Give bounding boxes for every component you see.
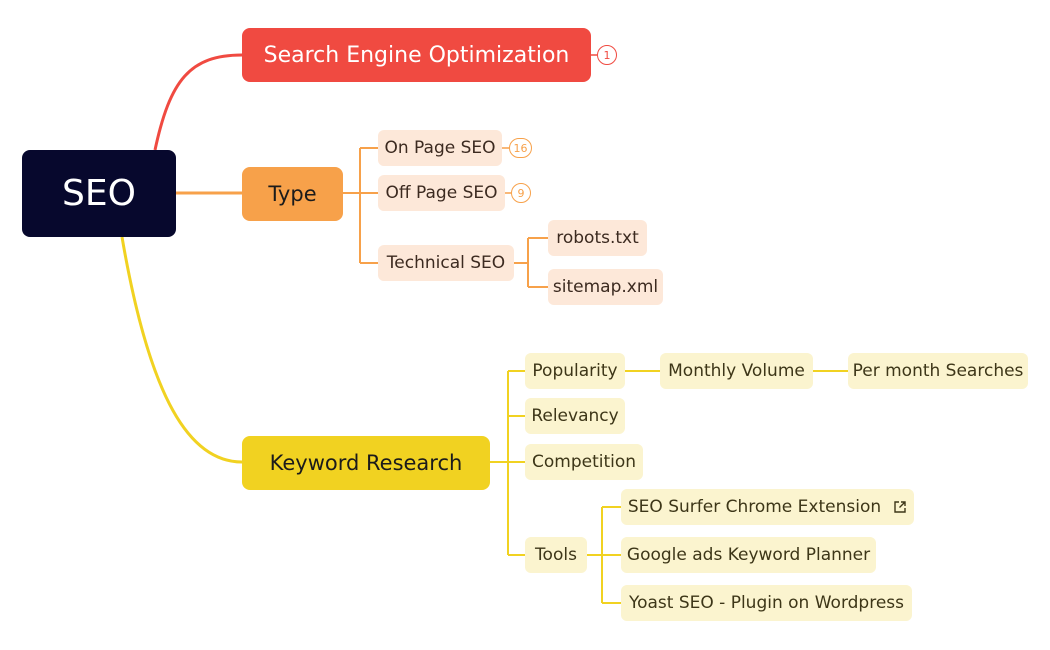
topic-sitemap-xml[interactable]: sitemap.xml: [548, 269, 663, 305]
link-tools-subs: [587, 506, 621, 604]
topic-yoast-seo[interactable]: Yoast SEO - Plugin on Wordpress: [621, 585, 912, 621]
note-count-badge[interactable]: 1: [597, 45, 617, 65]
topic-technical-seo[interactable]: Technical SEO: [378, 245, 514, 281]
topic-label: Per month Searches: [852, 361, 1024, 381]
branch-label: Type: [268, 182, 317, 206]
topic-competition[interactable]: Competition: [525, 444, 643, 480]
link-technical-subs: [514, 237, 548, 288]
topic-label: Technical SEO: [386, 253, 506, 273]
topic-label: Google ads Keyword Planner: [626, 545, 871, 565]
branch-search-engine-optimization[interactable]: Search Engine Optimization: [242, 28, 591, 82]
topic-label: Popularity: [532, 361, 618, 381]
branch-type[interactable]: Type: [242, 167, 343, 221]
link-root-seo-full: [153, 53, 243, 151]
topic-relevancy[interactable]: Relevancy: [525, 398, 625, 434]
link-type-subs: [343, 147, 378, 264]
topic-label: sitemap.xml: [552, 277, 659, 297]
topic-label: Yoast SEO - Plugin on Wordpress: [628, 593, 905, 613]
topic-label: robots.txt: [556, 228, 639, 248]
topic-seo-surfer[interactable]: SEO Surfer Chrome Extension: [621, 489, 914, 525]
branch-label: Search Engine Optimization: [263, 42, 570, 68]
branch-keyword-research[interactable]: Keyword Research: [242, 436, 490, 490]
topic-label: SEO Surfer Chrome Extension: [627, 497, 882, 517]
link-root-keyword: [120, 236, 243, 464]
topic-robots-txt[interactable]: robots.txt: [548, 220, 647, 256]
branch-label: Keyword Research: [269, 451, 463, 475]
external-link-icon[interactable]: [893, 500, 907, 514]
link-keyword-subs: [490, 370, 525, 556]
topic-label: On Page SEO: [384, 138, 496, 158]
topic-label: Monthly Volume: [668, 361, 805, 381]
root-label: SEO: [62, 173, 136, 214]
topic-on-page-seo[interactable]: On Page SEO: [378, 130, 502, 166]
topic-per-month-searches[interactable]: Per month Searches: [848, 353, 1028, 389]
topic-monthly-volume[interactable]: Monthly Volume: [660, 353, 813, 389]
subtopic-count-badge[interactable]: 9: [511, 183, 531, 203]
topic-tools[interactable]: Tools: [525, 537, 587, 573]
topic-popularity[interactable]: Popularity: [525, 353, 625, 389]
topic-google-ads-keyword-planner[interactable]: Google ads Keyword Planner: [621, 537, 876, 573]
root-node[interactable]: SEO: [22, 150, 176, 237]
topic-label: Off Page SEO: [385, 183, 498, 203]
topic-label: Relevancy: [531, 406, 619, 426]
topic-label: Tools: [535, 545, 577, 565]
topic-off-page-seo[interactable]: Off Page SEO: [378, 175, 505, 211]
subtopic-count-badge[interactable]: 16: [509, 138, 532, 158]
topic-label: Competition: [531, 452, 637, 472]
